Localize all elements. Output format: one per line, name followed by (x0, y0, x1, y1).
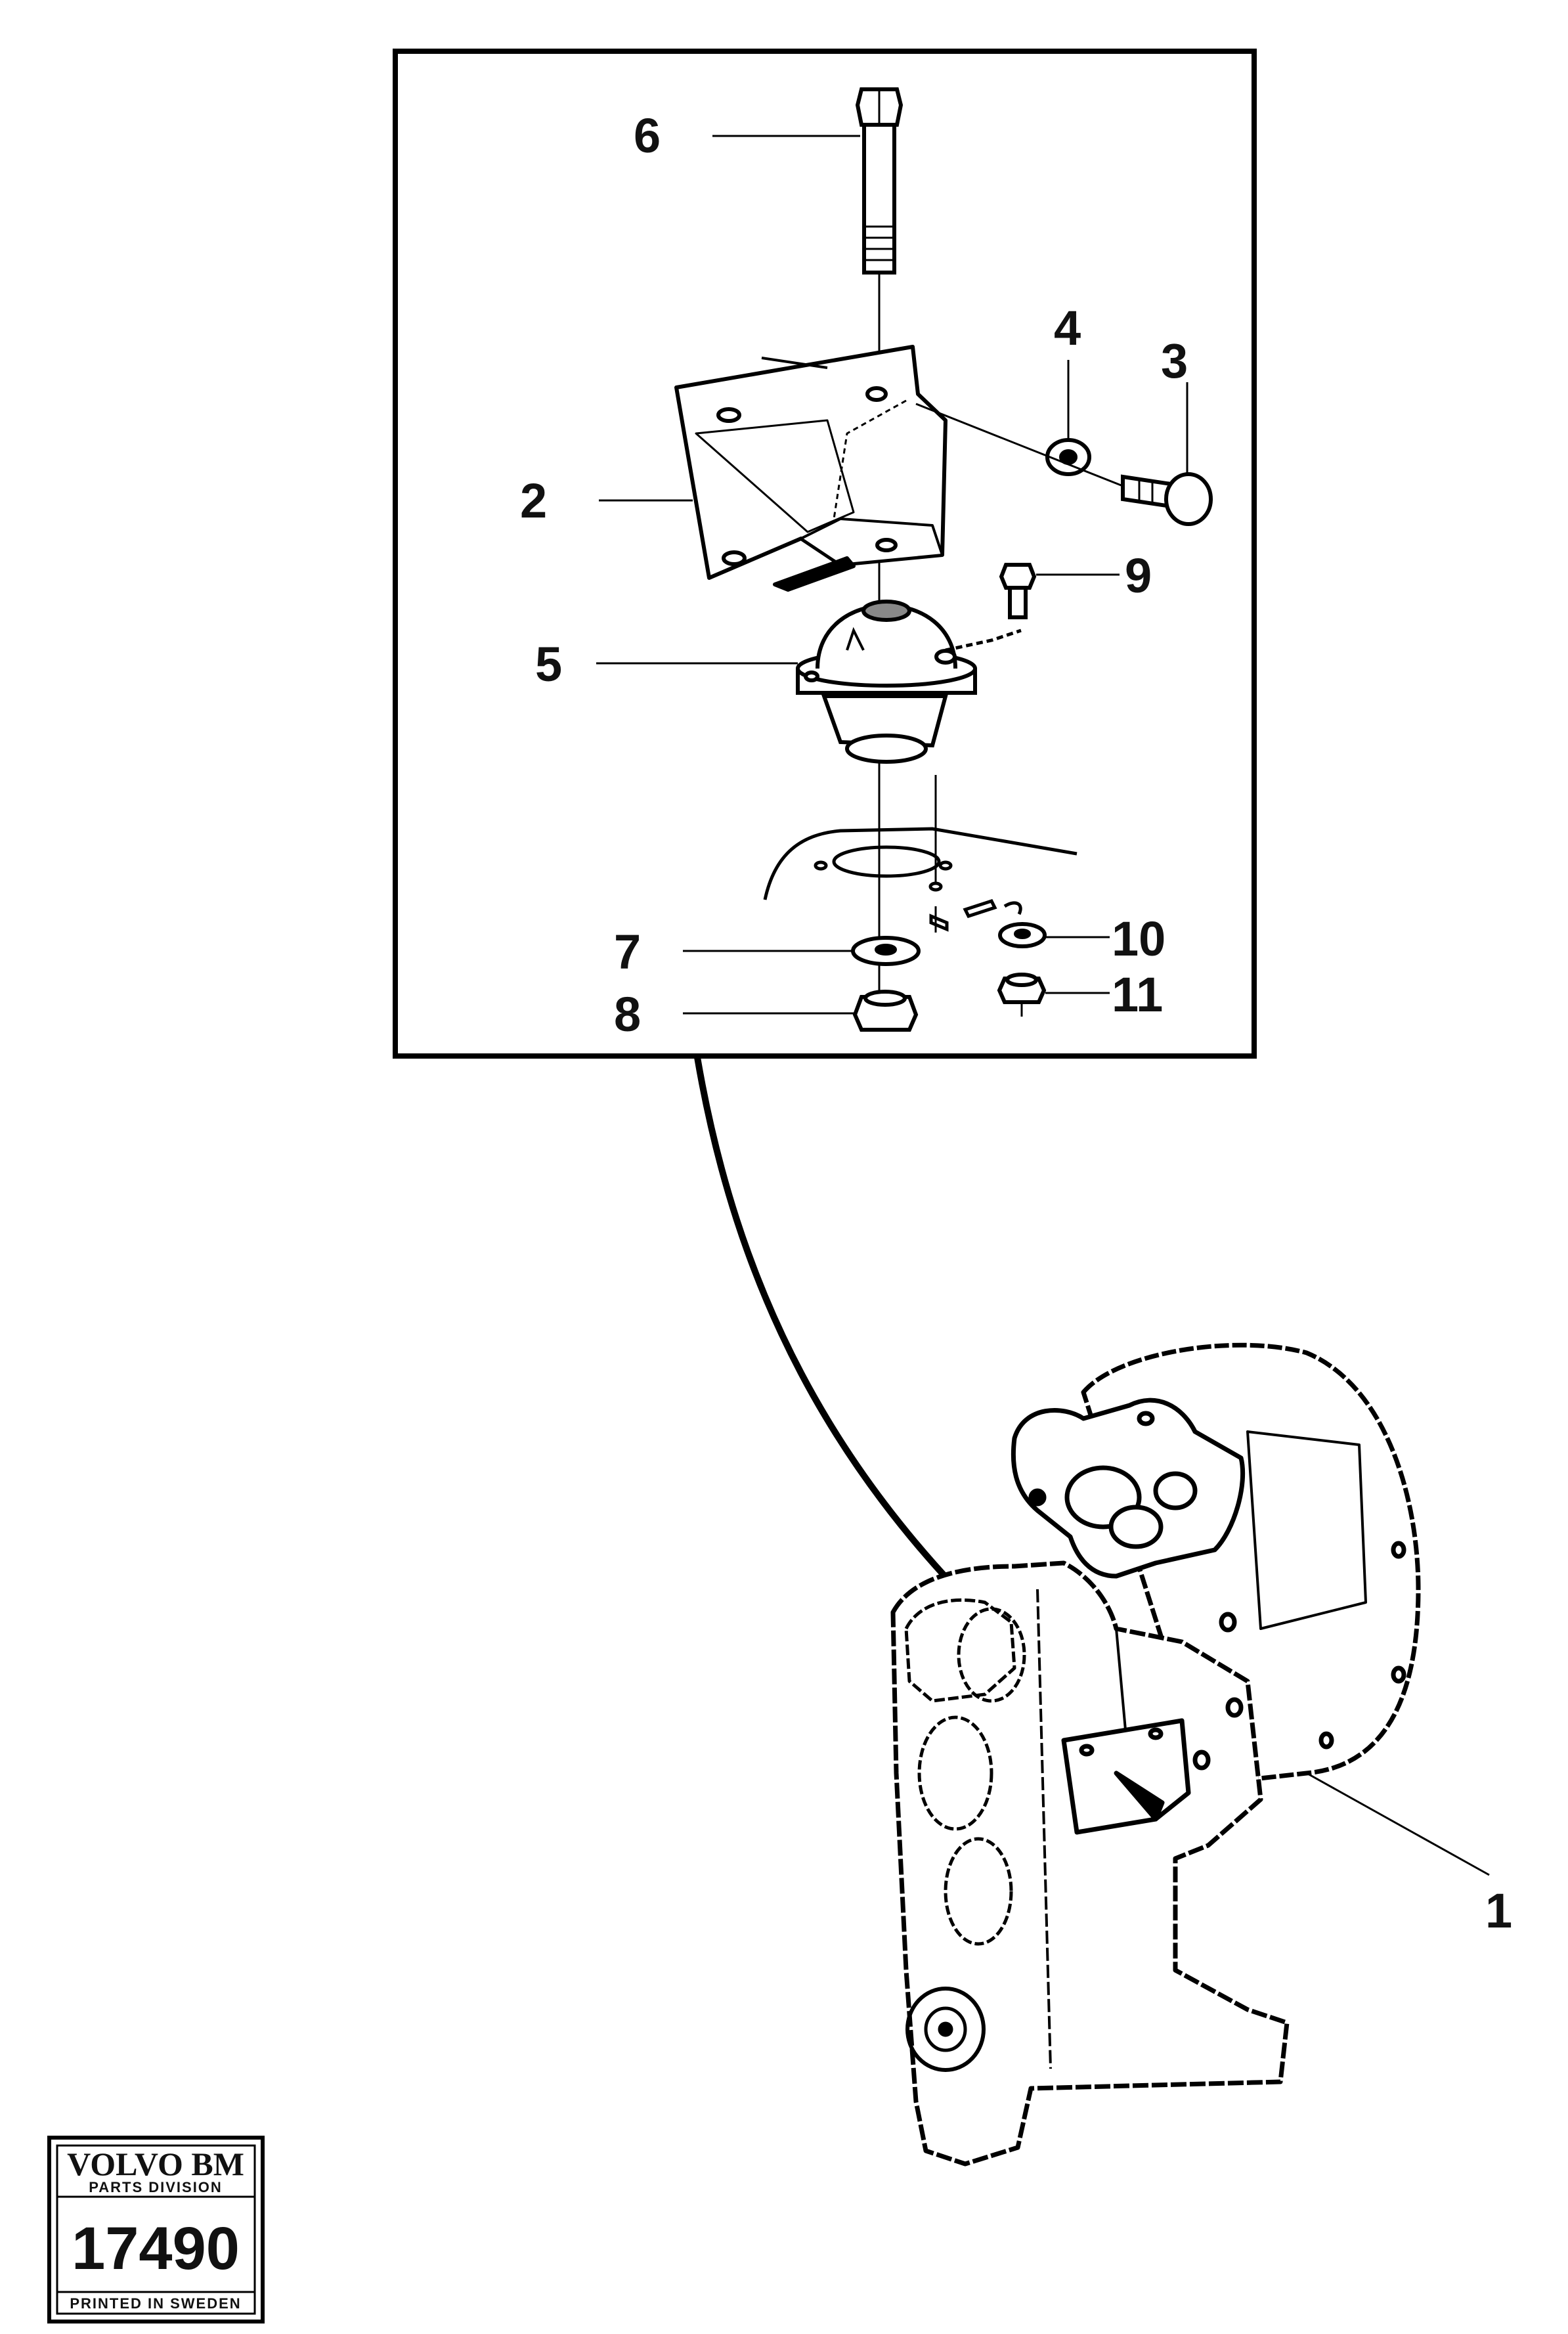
part-5-rubber-mount (796, 600, 1022, 764)
part-11-nut (997, 973, 1047, 1017)
leader-lines (596, 135, 1490, 1876)
part-4-washer (1045, 438, 1091, 476)
callout-11: 11 (1112, 967, 1163, 1022)
callout-6: 6 (634, 108, 661, 163)
detail-frame (393, 49, 1257, 1059)
part-7-washer (851, 936, 921, 966)
callout-3: 3 (1161, 334, 1188, 388)
callout-5: 5 (535, 637, 562, 692)
callout-8: 8 (614, 987, 641, 1042)
callout-7: 7 (614, 925, 641, 979)
part-1-transmission (890, 1342, 1421, 2167)
connector-arrow (694, 1057, 1027, 1658)
callout-10: 10 (1112, 912, 1165, 966)
part-6-bolt (855, 87, 904, 275)
callout-1: 1 (1485, 1883, 1512, 1938)
stamp-division: PARTS DIVISION (89, 2179, 223, 2195)
stamp-printed: PRINTED IN SWEDEN (70, 2295, 241, 2312)
callout-2: 2 (520, 473, 547, 528)
callout-9: 9 (1125, 548, 1152, 603)
stamp-brand: VOLVO BM (67, 2146, 244, 2182)
stamp-number: 17490 (72, 2215, 240, 2282)
part-9-screw (999, 563, 1037, 619)
callout-4: 4 (1054, 301, 1081, 355)
part-10-washer (998, 922, 1047, 948)
part-8-nut (852, 990, 919, 1032)
part-3-screw (1121, 472, 1213, 526)
housing-section (763, 775, 1078, 933)
part-3-4-axis (915, 403, 1123, 487)
volvo-bm-stamp: VOLVO BM PARTS DIVISION 17490 PRINTED IN… (47, 2136, 265, 2323)
part-2-bracket (674, 345, 947, 592)
